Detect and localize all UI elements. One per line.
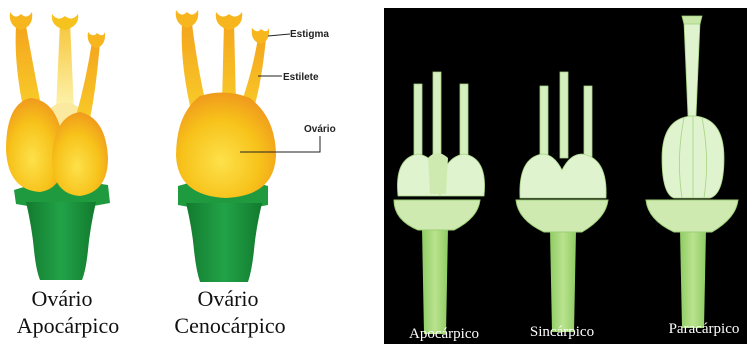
cenocarpico-ovary <box>176 92 276 198</box>
cenocarpico-stigma-right <box>252 28 269 44</box>
green-sincarpico-style-left <box>540 86 548 158</box>
caption-apocarpico-line1: Ovário <box>31 286 92 311</box>
apocarpico-stigma-right <box>88 32 105 48</box>
green-sincarpico-pistil <box>516 72 608 332</box>
green-apocarpico-style-left <box>414 84 422 160</box>
label-estigma: Estigma <box>290 29 329 40</box>
caption-cenocarpico-line2: Cenocárpico <box>174 313 285 338</box>
caption-paracarpico: Paracárpico <box>669 321 740 337</box>
caption-apocarpico: Apocárpico <box>409 326 479 342</box>
green-paracarpico-stalk <box>680 230 706 328</box>
green-sincarpico-stalk <box>550 230 576 332</box>
cenocarpico-stigma-left <box>176 10 199 28</box>
cenocarpico-style-center <box>222 22 236 104</box>
label-estigma-group: Estigma <box>268 29 329 40</box>
green-paracarpico-pistil <box>646 16 738 328</box>
green-apocarpico-style-right <box>460 84 468 160</box>
apocarpico-receptacle <box>14 181 110 280</box>
apocarpico-style-left <box>16 26 40 102</box>
left-panel: Estigma Estilete Ovário Ovário Apocárpic… <box>0 0 380 344</box>
cenocarpico-style-left <box>182 24 206 106</box>
green-paracarpico-stigma <box>682 16 702 24</box>
label-ovario: Ovário <box>304 124 336 135</box>
label-estilete-group: Estilete <box>258 72 319 83</box>
green-sincarpico-receptacle <box>516 200 608 232</box>
green-apocarpico-style-center <box>433 72 441 156</box>
caption-cenocarpico-line1: Ovário <box>197 286 258 311</box>
right-panel: Apocárpico Sincárpico Paracárpico <box>384 8 747 344</box>
apocarpico-style-right <box>76 42 100 118</box>
cenocarpico-stigma-center <box>216 12 242 30</box>
cenocarpico-pistil <box>176 10 276 282</box>
green-apocarpico-carpel-center <box>428 153 448 194</box>
caption-sincarpico: Sincárpico <box>530 324 594 340</box>
green-apocarpico-pistil <box>394 72 485 334</box>
right-diagram: Apocárpico Sincárpico Paracárpico <box>384 8 747 344</box>
left-diagram: Estigma Estilete Ovário Ovário Apocárpic… <box>0 0 380 344</box>
caption-apocarpico-line2: Apocárpico <box>17 313 120 338</box>
green-paracarpico-receptacle <box>646 200 738 232</box>
apocarpico-pistil <box>6 12 110 280</box>
green-paracarpico-style <box>684 22 700 116</box>
green-apocarpico-receptacle <box>394 200 480 230</box>
apocarpico-style-center <box>56 22 74 110</box>
apocarpico-stigma-left <box>10 12 33 30</box>
green-sincarpico-style-right <box>584 86 592 158</box>
apocarpico-stigma-center <box>52 14 78 30</box>
green-sincarpico-ovary <box>520 154 606 198</box>
green-apocarpico-stalk <box>422 228 448 334</box>
label-estilete: Estilete <box>283 72 319 83</box>
green-sincarpico-style-center <box>560 72 568 158</box>
